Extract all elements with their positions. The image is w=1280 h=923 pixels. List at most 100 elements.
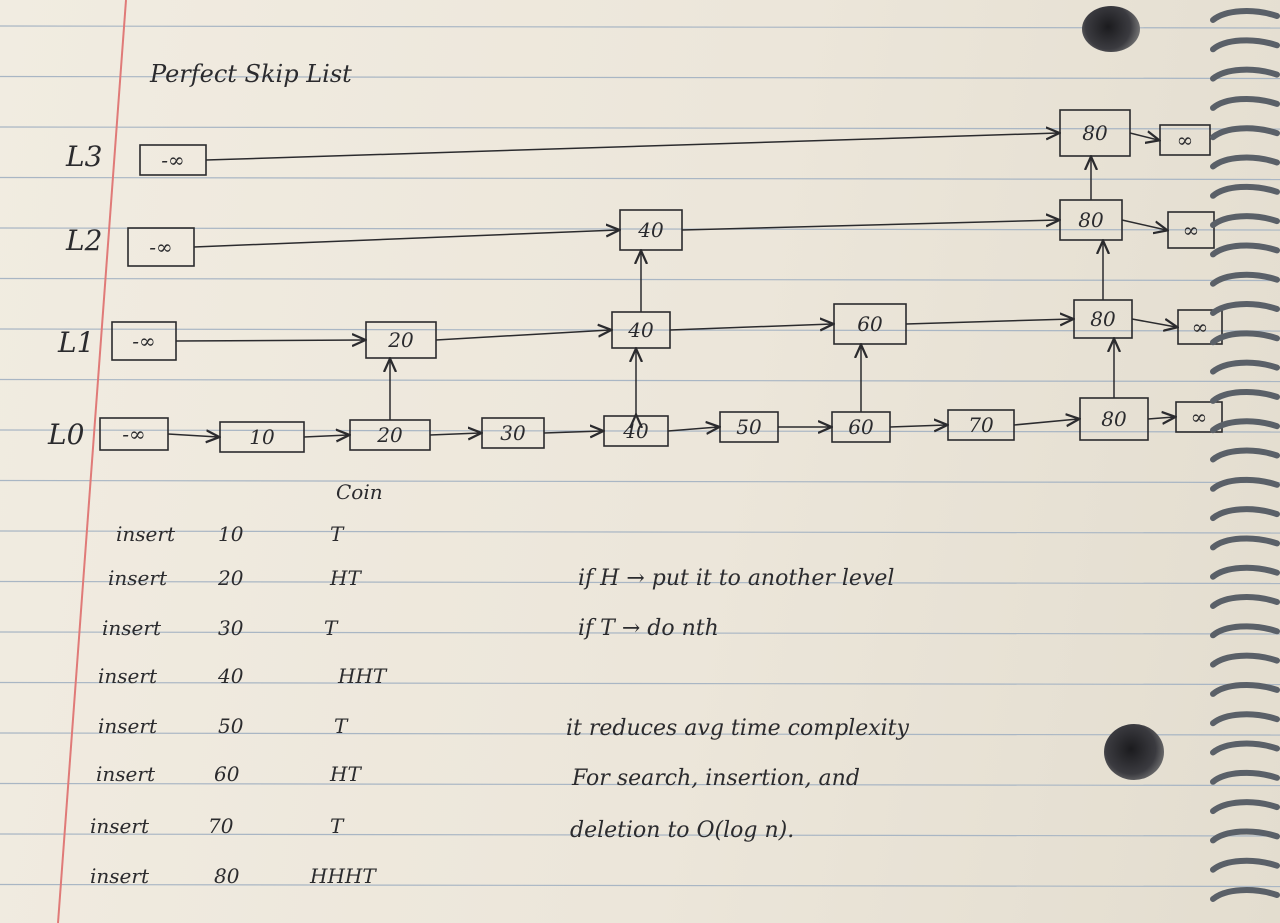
next-pointer (1013, 419, 1078, 425)
next-pointer (1121, 219, 1166, 230)
spiral-coil (1210, 242, 1280, 258)
node-label: 20 (376, 423, 403, 447)
spiral-coil (1210, 476, 1280, 492)
spiral-coil (1210, 154, 1280, 170)
node-l0-0: -∞ (99, 417, 169, 451)
node-label: ∞ (1192, 315, 1209, 339)
node-label: 40 (627, 318, 654, 342)
spiral-coil (1210, 887, 1280, 902)
rule-line (0, 328, 1280, 332)
rule-line (0, 631, 1280, 635)
node-label: 50 (736, 415, 762, 439)
spiral-coil (1210, 535, 1280, 551)
next-pointer (205, 133, 1058, 161)
rule-line (0, 227, 1280, 231)
node-label: 70 (968, 413, 994, 437)
spiral-coil (1210, 711, 1280, 727)
spiral-coil (1210, 623, 1280, 639)
table-coin: HHHT (310, 864, 376, 888)
level-label-l1: L1 (58, 326, 95, 359)
rule-line (0, 782, 1280, 787)
rule-line (0, 75, 1280, 80)
table-coin: T (324, 616, 338, 640)
spiral-coil (1210, 301, 1280, 316)
rule-line (0, 732, 1280, 736)
node-label: -∞ (132, 329, 155, 353)
note-line-3: deletion to O(log n). (570, 818, 795, 843)
next-pointer (669, 324, 832, 330)
node-label: 80 (1090, 307, 1116, 331)
table-op: insert (98, 714, 157, 738)
node-l0-4: 40 (603, 415, 669, 447)
level-label-l2: L2 (66, 224, 103, 257)
spiral-coil (1210, 681, 1280, 697)
table-coin: T (334, 714, 348, 738)
table-value: 10 (218, 522, 244, 546)
table-op: insert (108, 566, 167, 590)
spiral-coil (1210, 95, 1280, 111)
table-value: 50 (218, 714, 244, 738)
rule-line (0, 833, 1280, 837)
table-value: 40 (218, 664, 244, 688)
node-l2-2: 80 (1059, 199, 1123, 241)
node-label: 80 (1101, 407, 1127, 431)
node-label: 40 (622, 419, 649, 443)
spiral-coil (1210, 388, 1280, 404)
table-op: insert (90, 864, 149, 888)
node-l2-0: -∞ (127, 227, 195, 267)
node-label: -∞ (161, 148, 184, 172)
table-op: insert (116, 522, 175, 546)
spiral-coil (1210, 769, 1280, 785)
spiral-coil (1210, 183, 1280, 199)
table-value: 70 (208, 814, 234, 838)
spiral-coil (1210, 125, 1280, 141)
rule-line (0, 883, 1280, 888)
table-coin: T (330, 522, 344, 546)
node-l1-4: 80 (1073, 299, 1133, 339)
node-l0-6: 60 (831, 411, 891, 443)
next-pointer (543, 431, 602, 433)
table-coin: HT (330, 566, 361, 590)
table-op: insert (98, 664, 157, 688)
node-l1-3: 60 (833, 303, 907, 345)
next-pointer (303, 435, 348, 437)
node-label: -∞ (122, 422, 145, 446)
spiral-coil (1210, 857, 1280, 873)
spiral-coil (1210, 213, 1280, 229)
coin-header: Coin (336, 480, 383, 504)
spiral-coil (1210, 799, 1280, 815)
rule-line (0, 681, 1280, 686)
next-pointer (889, 425, 946, 427)
next-pointer (1147, 417, 1174, 419)
level-label-l3: L3 (66, 140, 103, 173)
table-op: insert (102, 616, 161, 640)
rule-line (0, 126, 1280, 130)
node-label: 10 (249, 425, 275, 449)
spiral-binding (1210, 8, 1280, 902)
punch-hole-top (1082, 6, 1140, 52)
rule-line (0, 176, 1280, 181)
node-label: 60 (857, 312, 883, 336)
node-label: 60 (848, 415, 874, 439)
spiral-coil (1210, 66, 1280, 82)
spiral-coil (1210, 652, 1280, 668)
table-op: insert (96, 762, 155, 786)
spiral-coil (1210, 418, 1280, 434)
next-pointer (1129, 133, 1158, 140)
node-l0-8: 80 (1079, 397, 1149, 441)
punch-hole-bottom (1104, 724, 1164, 780)
node-label: ∞ (1183, 218, 1200, 242)
rule-line (0, 277, 1280, 282)
node-l0-1: 10 (219, 421, 305, 453)
spiral-coil (1210, 506, 1280, 522)
node-l3-0: -∞ (139, 144, 207, 176)
spiral-coil (1210, 330, 1280, 346)
node-label: 40 (637, 218, 664, 242)
next-pointer (167, 434, 218, 437)
next-pointer (905, 319, 1072, 324)
node-label: 80 (1082, 121, 1108, 145)
table-op: insert (90, 814, 149, 838)
